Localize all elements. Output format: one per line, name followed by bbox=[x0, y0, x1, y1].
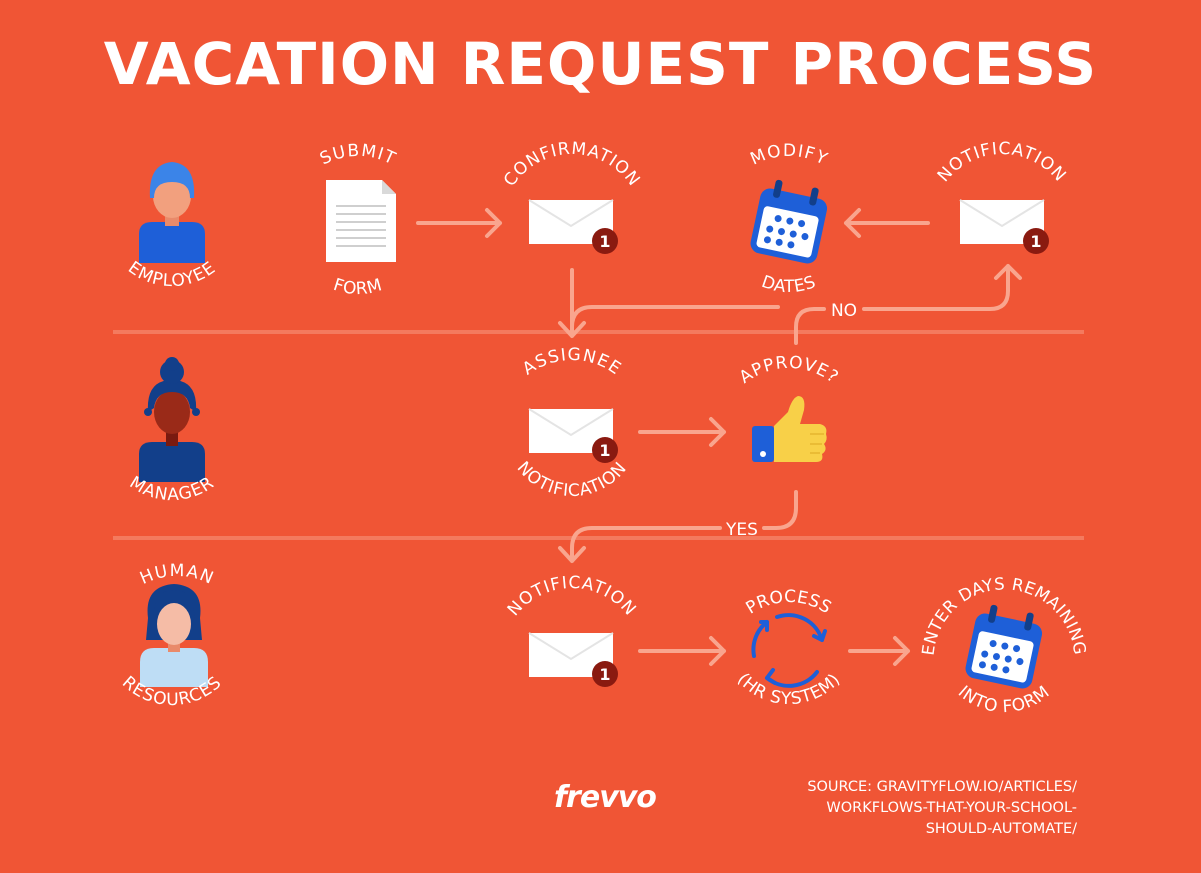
label-notification-top: NOTIFICATION bbox=[934, 139, 1070, 186]
svg-text:INTO FORM: INTO FORM bbox=[954, 682, 1054, 717]
step-dates: DATES bbox=[759, 272, 819, 297]
assignee-envelope-icon: 1 bbox=[528, 408, 618, 463]
enter-days-calendar-icon bbox=[965, 604, 1043, 689]
arrow-approve-no bbox=[794, 307, 826, 345]
svg-text:APPROVE?: APPROVE? bbox=[736, 353, 843, 388]
confirmation-envelope-icon: 1 bbox=[528, 199, 618, 254]
hr-avatar bbox=[140, 584, 208, 687]
source-citation: SOURCE: GRAVITYFLOW.IO/ARTICLES/ WORKFLO… bbox=[807, 777, 1077, 840]
step-form: FORM bbox=[331, 275, 385, 299]
svg-text:SUBMIT: SUBMIT bbox=[317, 141, 399, 170]
source-line-2: WORKFLOWS-THAT-YOUR-SCHOOL- bbox=[826, 800, 1077, 816]
form-document-icon bbox=[326, 180, 396, 262]
label-submit: SUBMIT bbox=[317, 141, 399, 170]
arrow-approve-yes bbox=[762, 490, 798, 530]
label-assignee: ASSIGNEE bbox=[519, 345, 625, 380]
hr-notification-envelope-icon: 1 bbox=[528, 632, 618, 687]
step-assignee-notification: NOTIFICATION bbox=[513, 458, 631, 501]
step-confirmation: CONFIRMATION bbox=[500, 139, 644, 191]
svg-text:DATES: DATES bbox=[759, 272, 819, 297]
svg-text:(HR SYSTEM): (HR SYSTEM) bbox=[733, 669, 845, 709]
svg-text:NOTIFICATION: NOTIFICATION bbox=[934, 139, 1070, 186]
employee-avatar bbox=[139, 162, 205, 263]
badge-count: 1 bbox=[599, 665, 610, 684]
svg-text:NOTIFICATION: NOTIFICATION bbox=[513, 458, 631, 501]
badge-count: 1 bbox=[599, 232, 610, 251]
arrow-notification-to-modify bbox=[844, 208, 930, 238]
svg-text:FORM: FORM bbox=[331, 275, 385, 299]
step-hr-notification: NOTIFICATION bbox=[504, 573, 640, 620]
label-hr-system: (HR SYSTEM) bbox=[733, 669, 845, 709]
badge-count: 1 bbox=[1030, 232, 1041, 251]
notification-badge bbox=[1023, 228, 1049, 254]
notification-badge bbox=[592, 661, 618, 687]
branch-no-label: NO bbox=[831, 301, 857, 321]
thumbs-up-icon bbox=[752, 396, 827, 462]
step-submit: SUBMIT bbox=[317, 141, 399, 170]
arrow-process-to-enter bbox=[848, 636, 910, 666]
step-modify: MODIFY bbox=[748, 141, 831, 170]
label-into-form: INTO FORM bbox=[954, 682, 1054, 717]
brand-logo: frevvo bbox=[554, 780, 657, 815]
label-approve: APPROVE? bbox=[736, 353, 843, 388]
notification-badge bbox=[592, 437, 618, 463]
svg-text:MODIFY: MODIFY bbox=[748, 141, 831, 170]
arrow-yes-to-hr bbox=[558, 526, 722, 563]
label-assignee-notification: NOTIFICATION bbox=[513, 458, 631, 501]
step-into-form: INTO FORM bbox=[954, 682, 1054, 717]
arrow-form-to-confirmation bbox=[416, 208, 502, 238]
source-line-1: SOURCE: GRAVITYFLOW.IO/ARTICLES/ bbox=[807, 779, 1077, 795]
svg-text:NOTIFICATION: NOTIFICATION bbox=[504, 573, 640, 620]
arrow-dates-to-assignee bbox=[570, 305, 780, 329]
badge-count: 1 bbox=[599, 441, 610, 460]
arrow-notification-to-process bbox=[638, 636, 726, 666]
label-dates: DATES bbox=[759, 272, 819, 297]
svg-text:CONFIRMATION: CONFIRMATION bbox=[500, 139, 644, 191]
manager-avatar bbox=[139, 357, 205, 482]
modify-calendar-icon bbox=[750, 179, 828, 264]
notification-envelope-icon: 1 bbox=[959, 199, 1049, 254]
step-assignee: ASSIGNEE bbox=[519, 345, 625, 380]
notification-badge bbox=[592, 228, 618, 254]
step-notification-top: NOTIFICATION bbox=[934, 139, 1070, 186]
source-line-3: SHOULD-AUTOMATE/ bbox=[925, 821, 1077, 837]
page-title: VACATION REQUEST PROCESS bbox=[103, 30, 1098, 98]
arrow-no-to-notification bbox=[862, 264, 1022, 311]
arrow-assignee-to-approve bbox=[638, 417, 726, 447]
step-approve: APPROVE? bbox=[736, 353, 843, 388]
step-hr-system: (HR SYSTEM) bbox=[733, 669, 845, 709]
label-hr-notification: NOTIFICATION bbox=[504, 573, 640, 620]
process-cycle-icon bbox=[751, 613, 827, 688]
label-confirmation: CONFIRMATION bbox=[500, 139, 644, 191]
branch-yes-label: YES bbox=[725, 520, 758, 540]
label-modify: MODIFY bbox=[748, 141, 831, 170]
flow-arrows bbox=[416, 208, 1022, 666]
svg-text:ASSIGNEE: ASSIGNEE bbox=[519, 345, 625, 380]
label-form: FORM bbox=[331, 275, 385, 299]
